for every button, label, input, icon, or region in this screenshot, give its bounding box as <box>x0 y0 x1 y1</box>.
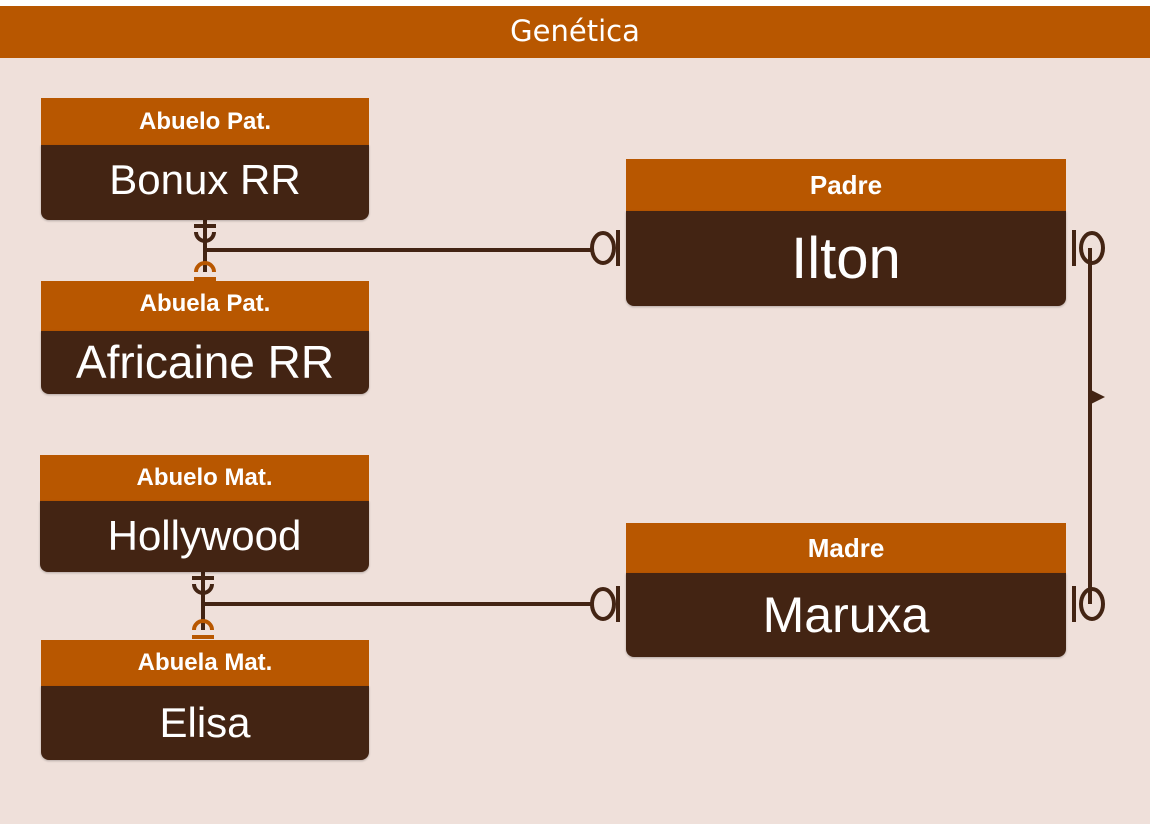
entity-padre-label: Padre <box>626 159 1066 211</box>
entity-padre-name: Ilton <box>626 211 1066 306</box>
end-madre-right <box>1072 586 1105 622</box>
end-abuela-mat-top <box>192 619 214 639</box>
entity-abuelo-mat[interactable]: Abuelo Mat. Hollywood <box>40 455 369 572</box>
entity-abuela-pat-name: Africaine RR <box>41 331 369 394</box>
entity-abuela-pat[interactable]: Abuela Pat. Africaine RR <box>41 281 369 394</box>
entity-padre[interactable]: Padre Ilton <box>626 159 1066 306</box>
entity-abuelo-pat[interactable]: Abuelo Pat. Bonux RR <box>41 98 369 220</box>
direction-marker <box>1091 390 1105 404</box>
end-padre-left <box>590 230 620 266</box>
entity-madre-label: Madre <box>626 523 1066 573</box>
entity-abuela-mat[interactable]: Abuela Mat. Elisa <box>41 640 369 760</box>
page-title: Genética <box>0 6 1150 58</box>
entity-abuelo-pat-label: Abuelo Pat. <box>41 98 369 145</box>
entity-abuela-mat-label: Abuela Mat. <box>41 640 369 686</box>
end-abuelo-mat-bottom <box>192 576 214 595</box>
end-abuelo-pat-bottom <box>194 224 216 243</box>
top-strip <box>0 0 1150 6</box>
entity-abuelo-pat-name: Bonux RR <box>41 145 369 220</box>
entity-abuela-mat-name: Elisa <box>41 686 369 760</box>
entity-madre[interactable]: Madre Maruxa <box>626 523 1066 657</box>
entity-madre-name: Maruxa <box>626 573 1066 657</box>
entity-abuelo-mat-label: Abuelo Mat. <box>40 455 369 501</box>
entity-abuelo-mat-name: Hollywood <box>40 501 369 572</box>
end-abuela-pat-top <box>194 261 216 281</box>
end-madre-left <box>590 586 620 622</box>
end-padre-right <box>1072 230 1105 266</box>
entity-abuela-pat-label: Abuela Pat. <box>41 281 369 331</box>
